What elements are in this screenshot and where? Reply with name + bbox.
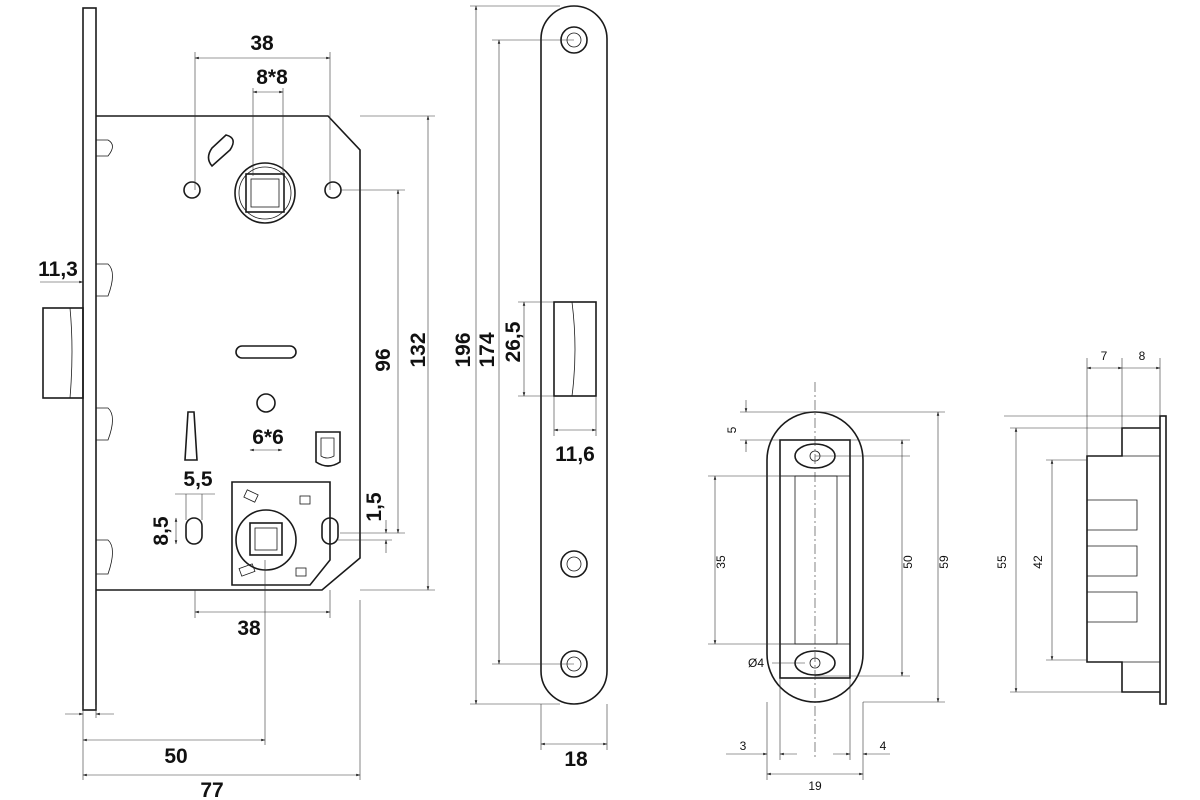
dim-screw-distance: 174	[476, 332, 499, 367]
dim-faceplate-offset: 11,3	[38, 258, 78, 281]
latch-bolt	[42, 307, 84, 399]
dim-latch-height: 26,5	[502, 321, 525, 362]
strike-side-box	[1086, 427, 1160, 693]
dim-strike-width: 19	[808, 779, 822, 793]
dim-key-square: 6*6	[252, 426, 284, 449]
dim-latch-width: 11,6	[555, 443, 595, 466]
dim-backset: 50	[164, 745, 187, 768]
dim-strike-hole-diameter: Ø4	[748, 656, 764, 670]
dim-bottom-width: 38	[237, 617, 261, 640]
dim-screw-offset: 1,5	[363, 492, 386, 522]
dim-faceplate-height: 196	[452, 332, 475, 367]
dim-strike-left-margin: 3	[740, 739, 747, 753]
dim-strike-total-height: 59	[937, 555, 951, 569]
strike-side-view: 7 8 55 42	[995, 349, 1167, 705]
dim-side-depth-b: 8	[1139, 349, 1146, 363]
dim-center-distance: 96	[372, 348, 395, 371]
dim-side-outer-height: 55	[995, 555, 1009, 569]
latch-opening	[553, 301, 597, 397]
dim-body-height: 132	[407, 332, 430, 367]
dim-total-depth: 77	[200, 779, 223, 800]
dim-side-inner-height: 42	[1031, 555, 1045, 569]
dim-faceplate-width: 18	[564, 748, 588, 771]
faceplate-view: 196 174 26,5 11,6 18	[452, 5, 608, 771]
dim-side-depth-a: 7	[1101, 349, 1108, 363]
dim-strike-hole-distance: 50	[901, 555, 915, 569]
dim-slot-width: 5,5	[183, 468, 213, 491]
lock-body-view: 38 8*8 11,3 6*6 5,5 8,5 38 1,5 96 132 50…	[38, 7, 435, 800]
handle-spindle-hub	[234, 162, 296, 224]
dim-top-width: 38	[250, 32, 274, 55]
strike-side-plate	[1159, 415, 1167, 705]
dim-spindle-square: 8*8	[256, 66, 288, 89]
lock-case	[96, 115, 361, 591]
dim-strike-right-margin: 4	[880, 739, 887, 753]
dim-strike-inner-height: 35	[714, 555, 728, 569]
lock-faceplate-strip	[82, 7, 97, 711]
dim-strike-top-offset: 5	[725, 426, 739, 433]
strike-front-view: 5 35 50 59 Ø4 3 4 19	[708, 382, 951, 793]
dim-slot-height: 8,5	[150, 516, 173, 546]
key-cam	[231, 481, 331, 586]
faceplate-outline	[540, 5, 608, 705]
